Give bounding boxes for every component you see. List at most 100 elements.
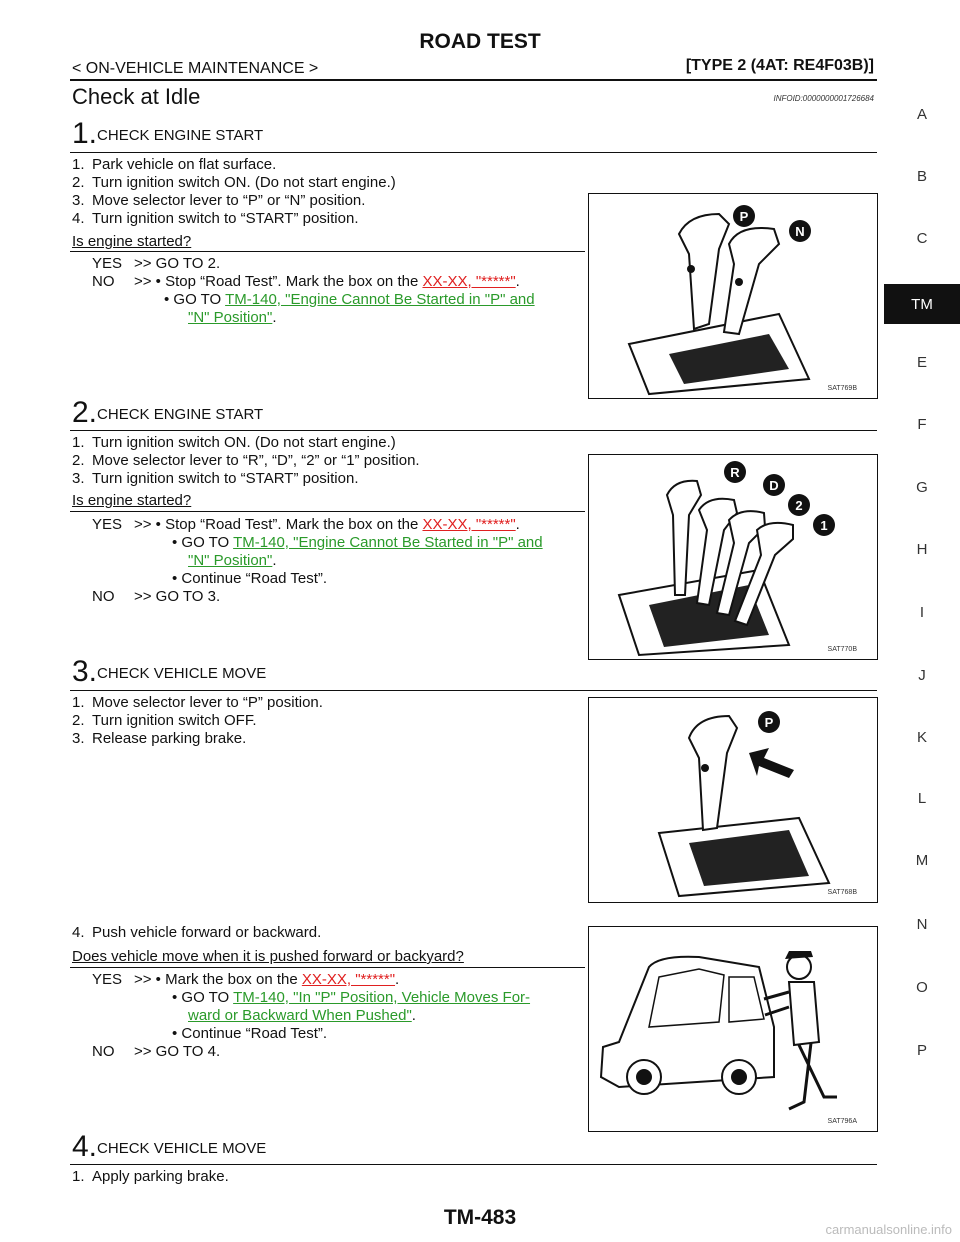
step-3-question: Does vehicle move when it is pushed forw…	[72, 948, 464, 965]
step-1-rule	[70, 152, 877, 153]
step-4-line-1: 1.Apply parking brake.	[72, 1168, 229, 1185]
step-1-no-link[interactable]: XX-XX, "*****"	[422, 273, 516, 290]
step-3-no: NO>> GO TO 4.	[92, 1043, 221, 1060]
step-2-continue: • Continue “Road Test”.	[172, 570, 328, 587]
step-3-number: 3.	[72, 655, 98, 688]
figure-selector-r-d-2-1: R D 2 1 SAT770B	[588, 454, 878, 660]
selector-lever-illustration: P	[657, 711, 831, 898]
step-4-title: CHECK VEHICLE MOVE	[97, 1140, 267, 1157]
sidebar-item-g[interactable]: G	[916, 479, 928, 496]
figure-selector-p-push: P SAT768B	[588, 697, 878, 903]
sidebar-item-e[interactable]: E	[916, 354, 927, 371]
step-2-yes: YES>> • Stop “Road Test”. Mark the box o…	[92, 516, 520, 533]
fig3-label-p: P	[765, 715, 774, 730]
step-3-goto-cont: ward or Backward When Pushed".	[188, 1007, 416, 1024]
step-3-yes: YES>> • Mark the box on the XX-XX, "****…	[92, 971, 400, 988]
header-type: [TYPE 2 (4AT: RE4F03B)]	[685, 57, 874, 74]
sidebar-item-l[interactable]: L	[917, 790, 927, 807]
step-3-heading: 3.CHECK VEHICLE MOVE	[72, 655, 266, 689]
step-3-line-2: 2.Turn ignition switch OFF.	[72, 712, 257, 729]
step-1-goto-cont: "N" Position".	[188, 309, 277, 326]
step-3-line-3: 3.Release parking brake.	[72, 730, 247, 747]
fig2-label-r: R	[730, 465, 740, 480]
step-2-question-rule	[70, 511, 585, 512]
step-1-question-rule	[70, 251, 585, 252]
step-3-goto: • GO TO TM-140, "In "P" Position, Vehicl…	[172, 989, 531, 1006]
step-2-line-1: 1.Turn ignition switch ON. (Do not start…	[72, 434, 396, 451]
step-1-title: CHECK ENGINE START	[97, 127, 264, 144]
step-2-no: NO>> GO TO 3.	[92, 588, 221, 605]
sidebar-item-n[interactable]: N	[916, 916, 928, 933]
step-2-goto-cont: "N" Position".	[188, 552, 277, 569]
step-3-title: CHECK VEHICLE MOVE	[97, 665, 267, 682]
step-3-goto-link[interactable]: TM-140, "In "P" Position, Vehicle Moves …	[233, 989, 531, 1006]
step-2-title: CHECK ENGINE START	[97, 406, 264, 423]
figure-code: SAT796A	[827, 1118, 857, 1125]
header-section: < ON-VEHICLE MAINTENANCE >	[72, 60, 319, 77]
sidebar-item-i[interactable]: I	[919, 604, 925, 621]
page-header-title: ROAD TEST	[419, 30, 541, 53]
step-1-no: NO>> • Stop “Road Test”. Mark the box on…	[92, 273, 520, 290]
sidebar-item-c[interactable]: C	[916, 230, 928, 247]
selector-lever-illustration: R D 2 1	[617, 461, 835, 657]
step-4-heading: 4.CHECK VEHICLE MOVE	[72, 1130, 266, 1164]
step-1-yes: YES>> GO TO 2.	[92, 255, 221, 272]
step-1-goto: • GO TO TM-140, "Engine Cannot Be Starte…	[164, 291, 535, 308]
step-2-goto: • GO TO TM-140, "Engine Cannot Be Starte…	[172, 534, 543, 551]
watermark: carmanualsonline.info	[825, 1222, 952, 1237]
step-3-line-1: 1.Move selector lever to “P” position.	[72, 694, 323, 711]
figure-selector-p-n: P N SAT769B	[588, 193, 878, 399]
step-1-number: 1.	[72, 117, 98, 150]
step-2-heading: 2.CHECK ENGINE START	[72, 396, 263, 430]
push-vehicle-illustration	[599, 951, 837, 1111]
fig1-label-n: N	[795, 224, 804, 239]
figure-code: SAT768B	[827, 889, 857, 896]
step-3-continue: • Continue “Road Test”.	[172, 1025, 328, 1042]
info-id: INFOID:0000000001726684	[773, 94, 874, 103]
sidebar-item-f[interactable]: F	[917, 416, 927, 433]
step-3-line-4: 4.Push vehicle forward or backward.	[72, 924, 322, 941]
step-1-heading: 1.CHECK ENGINE START	[72, 117, 263, 151]
sidebar-item-h[interactable]: H	[916, 541, 928, 558]
sidebar-item-k[interactable]: K	[916, 729, 927, 746]
step-2-yes-link[interactable]: XX-XX, "*****"	[422, 516, 516, 533]
page-number: TM-483	[443, 1206, 517, 1229]
sidebar-item-tm[interactable]: TM	[884, 284, 960, 324]
fig2-label-d: D	[769, 478, 778, 493]
figure-code: SAT770B	[827, 646, 857, 653]
sidebar-item-p[interactable]: P	[916, 1042, 927, 1059]
sidebar-item-a[interactable]: A	[916, 106, 927, 123]
step-1-goto-link[interactable]: TM-140, "Engine Cannot Be Started in "P"…	[225, 291, 535, 308]
step-4-number: 4.	[72, 1130, 98, 1163]
step-1-line-1: 1.Park vehicle on flat surface.	[72, 156, 277, 173]
step-2-question: Is engine started?	[72, 492, 192, 509]
step-3-question-rule	[70, 967, 585, 968]
step-2-goto-link-cont[interactable]: "N" Position"	[188, 552, 273, 569]
fig1-label-p: P	[740, 209, 749, 224]
step-1-line-4: 4.Turn ignition switch to “START” positi…	[72, 210, 359, 227]
step-4-rule	[70, 1164, 877, 1165]
step-1-question: Is engine started?	[72, 233, 192, 250]
figure-push-vehicle: SAT796A	[588, 926, 878, 1132]
sidebar-item-o[interactable]: O	[916, 979, 928, 996]
selector-lever-illustration: P N	[627, 205, 811, 396]
step-3-yes-link[interactable]: XX-XX, "*****"	[301, 971, 396, 988]
step-3-goto-link-cont[interactable]: ward or Backward When Pushed"	[188, 1007, 412, 1024]
step-1-line-3: 3.Move selector lever to “P” or “N” posi…	[72, 192, 366, 209]
section-title: Check at Idle	[72, 84, 201, 109]
sidebar-item-m[interactable]: M	[915, 852, 929, 869]
step-1-goto-link-cont[interactable]: "N" Position"	[188, 309, 273, 326]
figure-code: SAT769B	[827, 385, 857, 392]
step-1-line-2: 2.Turn ignition switch ON. (Do not start…	[72, 174, 396, 191]
step-2-line-2: 2.Move selector lever to “R”, “D”, “2” o…	[72, 452, 420, 469]
fig2-label-1: 1	[820, 518, 827, 533]
step-2-rule	[70, 430, 877, 431]
sidebar-item-j[interactable]: J	[918, 667, 926, 684]
step-2-goto-link[interactable]: TM-140, "Engine Cannot Be Started in "P"…	[233, 534, 543, 551]
step-2-line-3: 3.Turn ignition switch to “START” positi…	[72, 470, 359, 487]
step-2-number: 2.	[72, 396, 98, 429]
sidebar-item-b[interactable]: B	[916, 168, 927, 185]
fig2-label-2: 2	[795, 498, 802, 513]
step-3-rule	[70, 690, 877, 691]
header-rule	[70, 79, 877, 81]
